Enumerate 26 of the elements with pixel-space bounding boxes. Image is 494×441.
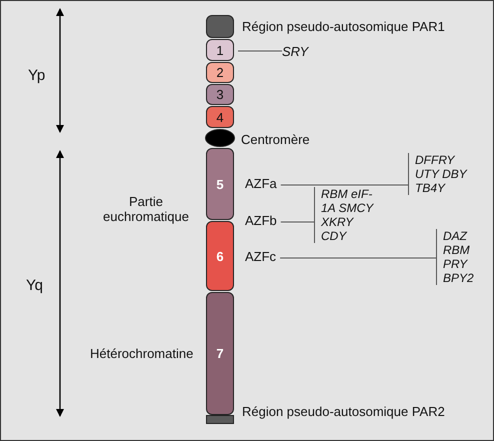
chromosome-band: 4	[206, 106, 234, 128]
band-label: Centromère	[241, 132, 310, 147]
centromere-ellipse	[205, 129, 235, 147]
gene-list: DFFRY UTY DBY TB4Y	[408, 153, 468, 195]
chromosome-band	[206, 415, 234, 424]
region-label: AZFa	[245, 176, 277, 192]
band-label: Région pseudo-autosomique PAR1	[242, 19, 445, 34]
chromosome-band: 1	[206, 39, 234, 61]
chromosome-band: 6	[206, 221, 234, 291]
arm-label: Yq	[26, 278, 43, 293]
band-label: Région pseudo-autosomique PAR2	[242, 404, 445, 419]
arm-label: Yp	[28, 68, 46, 83]
region-label: AZFb	[245, 213, 277, 229]
chromosome-band: 3	[206, 84, 234, 105]
gene-list: DAZ RBM PRY BPY2	[436, 229, 491, 285]
region-label: Partie euchromatique	[102, 194, 190, 224]
gene-list: RBM eIF-1A SMCY XKRY CDY	[314, 187, 374, 243]
chromosome-band: 2	[206, 62, 234, 83]
chromosome-band	[206, 15, 234, 38]
region-label: AZFc	[245, 249, 276, 265]
band-label: Hétérochromatine	[90, 346, 194, 361]
chromosome-band: 7	[206, 292, 234, 415]
chromosome-band: 5	[206, 148, 234, 220]
leader-line	[238, 50, 282, 52]
gene-label: SRY	[282, 44, 308, 60]
leader-line	[280, 184, 408, 186]
